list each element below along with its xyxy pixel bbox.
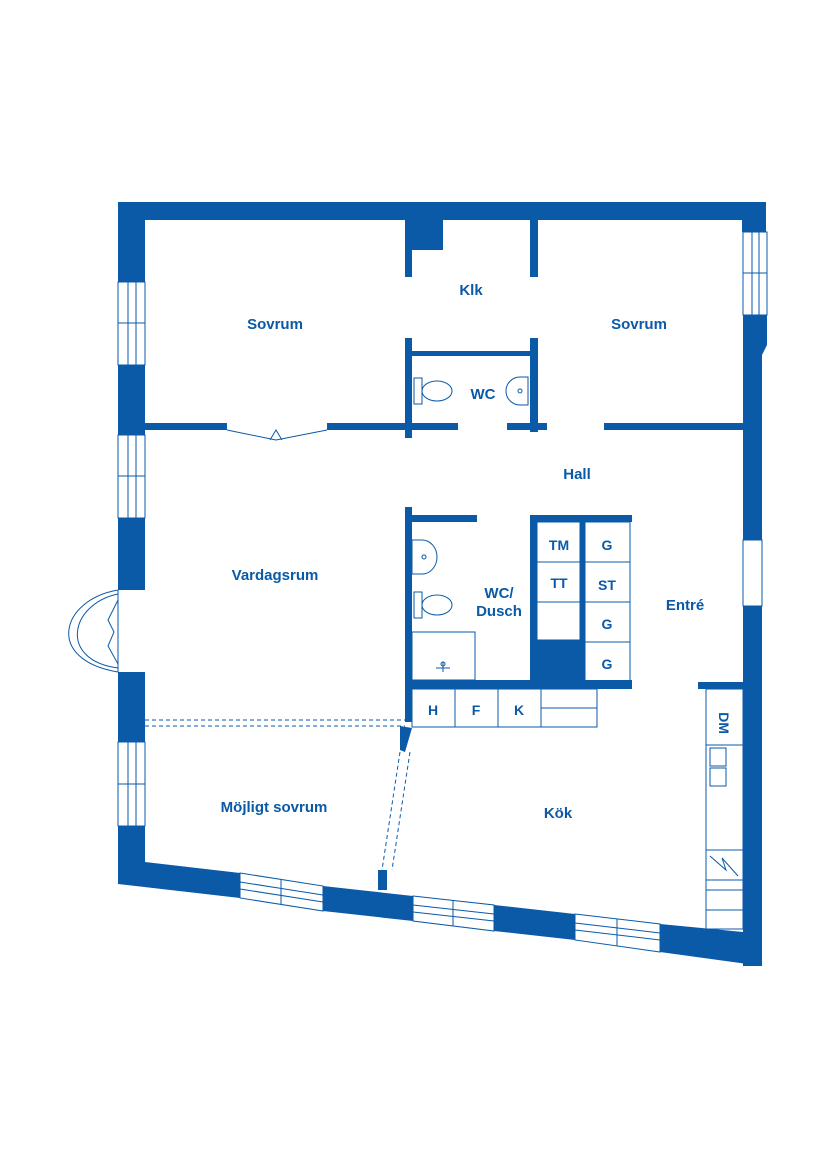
closet-label-g2: G [602, 616, 613, 632]
wall-left-2 [118, 365, 145, 435]
room-label-sovrum-left: Sovrum [247, 316, 303, 333]
closet-labels: TM TT G ST G G [549, 537, 617, 672]
kitchen-label-h: H [428, 702, 438, 718]
kitchen-unit-labels: H F K DM [428, 702, 732, 734]
sink-icon [505, 376, 529, 406]
closet-label-g3: G [602, 656, 613, 672]
interior-walls [145, 202, 745, 890]
kitchen-label-dm: DM [716, 712, 732, 734]
room-label-vardagsrum: Vardagsrum [232, 567, 319, 584]
room-label-wc: WC [471, 386, 496, 403]
closet-label-g1: G [602, 537, 613, 553]
kitchen-label-k: K [514, 702, 524, 718]
room-label-mojligt-sovrum: Möjligt sovrum [221, 799, 328, 816]
room-labels: Sovrum Klk Sovrum WC Hall Vardagsrum WC/… [221, 282, 705, 822]
room-label-hall: Hall [563, 466, 591, 483]
closet-label-tt: TT [550, 575, 568, 591]
toilet-icon [413, 377, 453, 405]
stove-icon [706, 855, 743, 881]
window-right-2 [742, 539, 763, 607]
room-label-kok: Kök [544, 805, 573, 822]
bay-window-icon [68, 589, 119, 673]
wall-right-3 [743, 606, 762, 966]
closet-label-tm: TM [549, 537, 569, 553]
outer-walls [118, 202, 767, 966]
wall-bottom-1 [118, 862, 240, 898]
window-bottom-1 [239, 872, 324, 912]
window-bottom-2 [412, 895, 495, 932]
wall-bottom-4 [660, 924, 762, 966]
shaft [537, 640, 580, 685]
room-label-wc-dusch-line1: WC/ [484, 585, 514, 602]
wall-left-4 [118, 672, 145, 742]
fixtures [145, 376, 744, 930]
wall-bottom-3 [494, 905, 575, 940]
wall-left-3 [118, 518, 145, 590]
wall-left-1 [118, 202, 145, 282]
window-bottom-3 [574, 913, 661, 953]
wall-right-2 [743, 315, 767, 540]
closet-label-st: ST [598, 577, 616, 593]
room-label-wc-dusch-line2: Dusch [476, 603, 522, 620]
toilet-icon [413, 591, 453, 619]
shower-drain-icon [436, 661, 450, 672]
room-label-sovrum-right: Sovrum [611, 316, 667, 333]
wall-bottom-2 [323, 886, 413, 921]
windows [68, 231, 768, 953]
room-label-klk: Klk [459, 282, 483, 299]
wall-right-1 [742, 202, 766, 232]
room-label-entre: Entré [666, 597, 704, 614]
sink-icon [411, 539, 438, 575]
kitchen-label-f: F [472, 702, 481, 718]
